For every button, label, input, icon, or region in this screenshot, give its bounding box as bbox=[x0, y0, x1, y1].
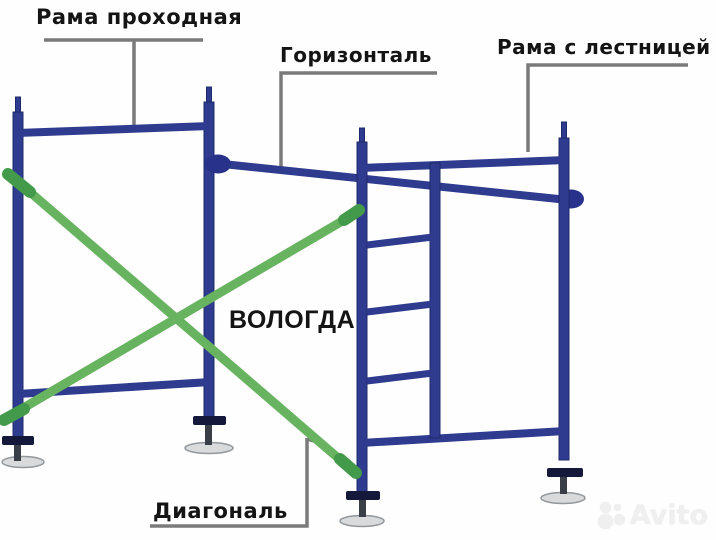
frame-bottom-bar bbox=[360, 427, 566, 447]
adjustable-foot bbox=[540, 468, 586, 505]
frame-top-bar bbox=[16, 122, 211, 137]
ladder-rung bbox=[366, 300, 434, 316]
brace-coupler bbox=[0, 403, 30, 426]
frame-post bbox=[558, 137, 570, 461]
callout-frame-ladder bbox=[526, 63, 688, 152]
brace-coupler bbox=[334, 453, 362, 479]
city-text: ВОЛОГДА bbox=[229, 306, 356, 334]
brace-coupler bbox=[2, 168, 36, 198]
horizontal-bar bbox=[212, 159, 569, 204]
label-frame-with-ladder: Рама с лестницей bbox=[497, 35, 711, 59]
flange-connector bbox=[205, 154, 231, 174]
brace-coupler bbox=[338, 204, 365, 226]
label-horizontal: Горизонталь bbox=[280, 43, 432, 67]
diagonal-brace-up bbox=[3, 208, 361, 422]
callout-horizontal bbox=[279, 71, 437, 167]
ladder-rung bbox=[366, 369, 434, 385]
watermark-text: Avito bbox=[629, 500, 708, 531]
frame-top-bar bbox=[360, 156, 567, 172]
diagonal-braces bbox=[0, 168, 365, 479]
jack-rod bbox=[205, 424, 212, 445]
ladder-rung bbox=[366, 233, 434, 249]
post-pin bbox=[561, 121, 567, 141]
frame-passthrough bbox=[1, 86, 234, 469]
base-plate bbox=[339, 514, 385, 528]
frame-with-ladder bbox=[339, 121, 586, 528]
avito-watermark: Avito bbox=[597, 500, 708, 531]
wing-nut bbox=[193, 416, 226, 425]
diagonal-brace-down bbox=[11, 175, 357, 475]
label-diagonal: Диагональ bbox=[153, 499, 288, 523]
wing-nut bbox=[2, 436, 34, 445]
avito-logo-icon bbox=[597, 501, 626, 530]
wing-nut bbox=[547, 468, 583, 477]
frame-post bbox=[203, 101, 215, 418]
jack-rod bbox=[560, 476, 567, 494]
adjustable-foot bbox=[339, 491, 385, 528]
wing-nut bbox=[346, 491, 380, 500]
adjustable-foot bbox=[1, 436, 45, 469]
label-frame-passthrough: Рама проходная bbox=[36, 5, 243, 29]
jack-rod bbox=[14, 444, 21, 461]
callout-frame-passthrough bbox=[44, 38, 203, 126]
base-plate bbox=[540, 491, 586, 505]
ladder-rail bbox=[429, 162, 441, 439]
jack-rod bbox=[359, 499, 366, 517]
adjustable-foot bbox=[184, 416, 234, 455]
base-plate bbox=[1, 455, 45, 469]
